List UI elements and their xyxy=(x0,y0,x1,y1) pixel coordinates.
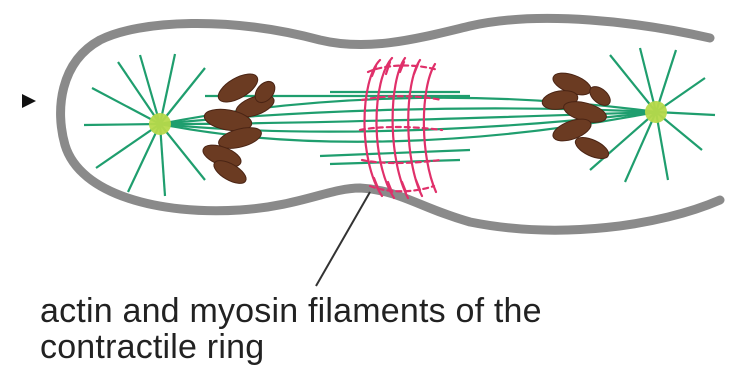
caption-line-2: contractile ring xyxy=(40,330,720,364)
leader-line xyxy=(316,192,370,286)
arrow-pointer-icon xyxy=(22,94,36,108)
left-centrosome xyxy=(149,113,171,135)
caption-line-1: actin and myosin filaments of the xyxy=(40,294,720,328)
right-centrosome xyxy=(645,101,667,123)
contractile-ring xyxy=(360,58,442,198)
